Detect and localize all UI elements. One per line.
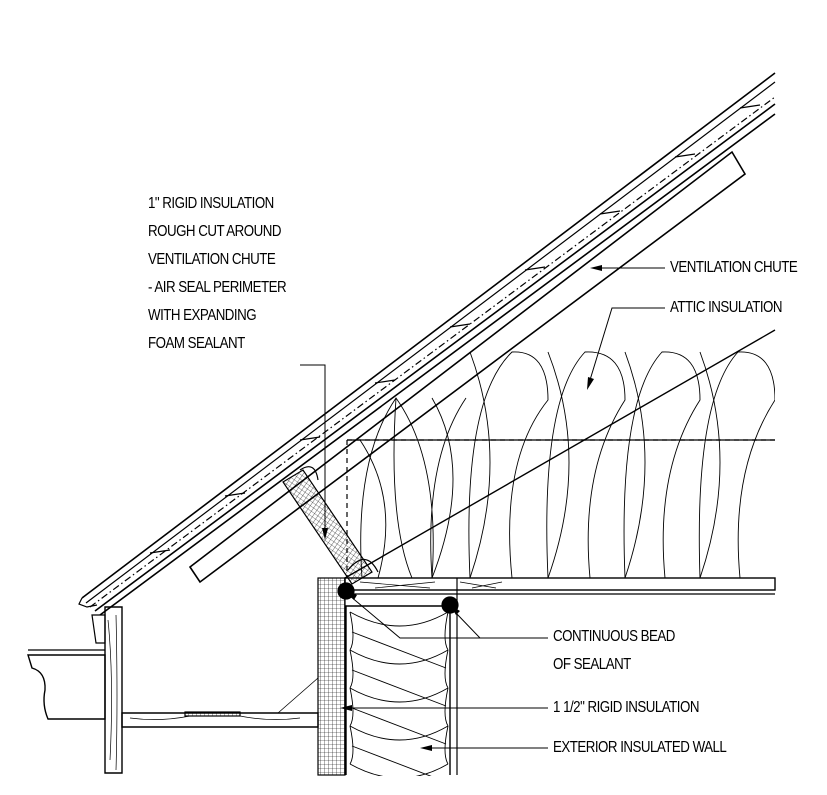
wall-rigid-insulation (317, 577, 346, 776)
label-rigid-insulation-note-6: FOAM SEALANT (148, 335, 245, 352)
label-ventilation-chute: VENTILATION CHUTE (670, 259, 798, 276)
label-rigid-insulation-note-3: VENTILATION CHUTE (148, 251, 276, 268)
leader-lines (300, 267, 665, 749)
fascia-and-soffit (91, 606, 319, 774)
label-rigid-insulation-note-1: 1" RIGID INSULATION (148, 195, 274, 212)
label-rigid-insulation-note-4: - AIR SEAL PERIMETER (148, 279, 287, 296)
gutter (27, 649, 106, 720)
label-attic-insulation: ATTIC INSULATION (670, 299, 782, 316)
exterior-wall (345, 578, 458, 776)
attic-insulation (359, 351, 775, 578)
ventilation-chute (344, 329, 776, 579)
leader-arrowheads (322, 265, 602, 751)
label-rigid-insulation-wall: 1 1/2" RIGID INSULATION (553, 699, 699, 716)
top-plate (344, 577, 776, 607)
rafter (188, 150, 747, 584)
chute-rigid-insulation-block (282, 469, 373, 585)
label-continuous-bead-1: CONTINUOUS BEAD (553, 628, 675, 645)
label-exterior-wall: EXTERIOR INSULATED WALL (553, 739, 727, 756)
label-rigid-insulation-note-5: WITH EXPANDING (148, 307, 257, 324)
roof-assembly (78, 72, 776, 616)
label-rigid-insulation-note-2: ROUGH CUT AROUND (148, 223, 281, 240)
label-continuous-bead-2: OF SEALANT (553, 656, 631, 673)
